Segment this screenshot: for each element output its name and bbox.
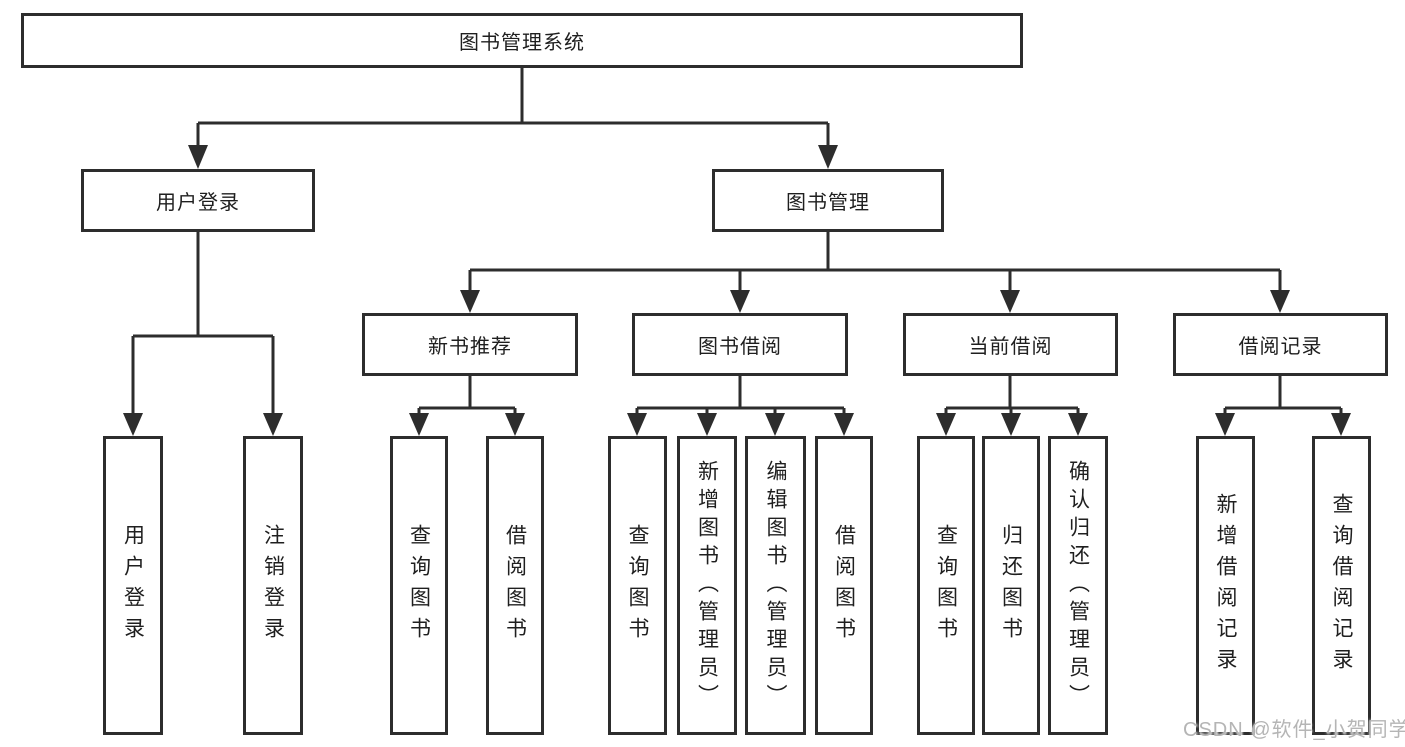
node-label: 借阅图书: [832, 523, 856, 648]
node-label: 借阅图书: [503, 523, 527, 648]
leaf-bb-edit-books-admin: 编辑图书（管理员）: [745, 436, 806, 735]
leaf-user-login: 用户登录: [103, 436, 163, 735]
node-label: 新增借阅记录: [1214, 492, 1237, 679]
leaf-cb-query-books: 查询图书: [917, 436, 975, 735]
leaf-rec-query-books: 查询图书: [390, 436, 448, 735]
node-label: 当前借阅: [968, 336, 1053, 358]
node-label: 查询借阅记录: [1330, 492, 1353, 679]
node-label: 图书管理: [786, 192, 870, 214]
node-label: 新增图书（管理员）: [695, 459, 719, 712]
node-borrowing-records: 借阅记录: [1173, 313, 1388, 376]
node-label: 确认归还（管理员）: [1066, 459, 1090, 712]
leaf-logout-login: 注销登录: [243, 436, 303, 735]
node-current-borrowing: 当前借阅: [903, 313, 1118, 376]
node-label: 查询图书: [934, 523, 958, 648]
node-label: 图书借阅: [698, 336, 782, 358]
leaf-bb-add-books-admin: 新增图书（管理员）: [677, 436, 737, 735]
node-label: 查询图书: [626, 523, 649, 648]
node-label: 图书管理系统: [459, 32, 585, 54]
leaf-rec-borrow-books: 借阅图书: [486, 436, 544, 735]
node-label: 注销登录: [261, 523, 285, 648]
leaf-br-query-borrow-record: 查询借阅记录: [1312, 436, 1371, 735]
node-book-management: 图书管理: [712, 169, 944, 232]
node-label: 新书推荐: [428, 336, 512, 358]
node-label: 用户登录: [156, 192, 240, 214]
node-user-login: 用户登录: [81, 169, 315, 232]
leaf-bb-borrow-books: 借阅图书: [815, 436, 873, 735]
arrowheads: [123, 145, 1351, 436]
node-label: 查询图书: [407, 523, 431, 648]
csdn-watermark: CSDN @软件_小贺同学: [1183, 719, 1405, 741]
node-new-book-recommendation: 新书推荐: [362, 313, 578, 376]
leaf-br-add-borrow-record: 新增借阅记录: [1196, 436, 1255, 735]
node-label: 编辑图书（管理员）: [764, 459, 787, 712]
node-label: 用户登录: [121, 523, 145, 648]
leaf-cb-return-books: 归还图书: [982, 436, 1040, 735]
node-book-borrowing: 图书借阅: [632, 313, 848, 376]
node-label: 借阅记录: [1238, 336, 1323, 358]
node-label: 归还图书: [999, 523, 1023, 648]
node-library-management-system: 图书管理系统: [21, 13, 1023, 68]
leaf-bb-query-books: 查询图书: [608, 436, 667, 735]
leaf-cb-confirm-return-admin: 确认归还（管理员）: [1048, 436, 1108, 735]
